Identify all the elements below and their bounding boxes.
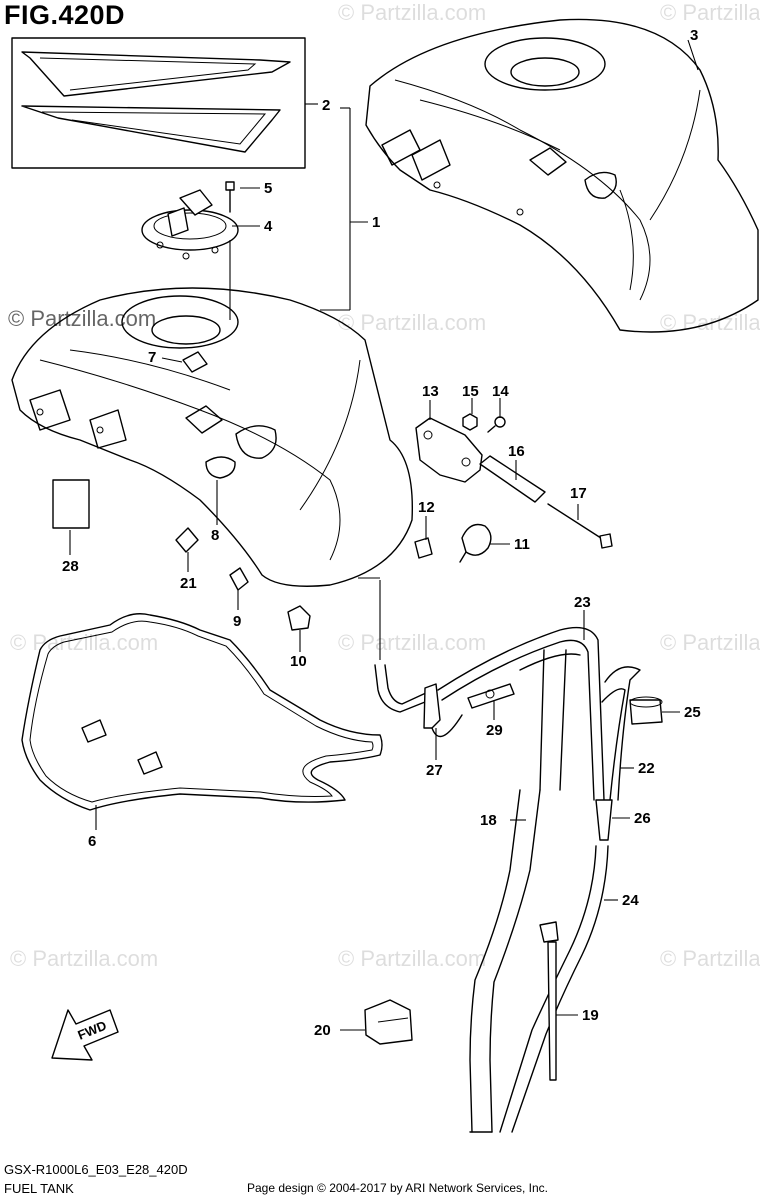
bracket-part-13[interactable] [415, 417, 483, 483]
watermark: © Partzilla.com [660, 946, 760, 971]
callout-17: 17 [570, 485, 587, 502]
watermark: © Partzilla.com [10, 630, 159, 655]
tie-part-19[interactable] [539, 921, 559, 1081]
callout-11: 11 [514, 536, 530, 553]
rubber-part-12[interactable] [414, 537, 433, 559]
watermark: © Partzilla.com [338, 946, 487, 971]
watermark: © Partzilla.com [660, 310, 760, 335]
hose-part-27[interactable] [374, 664, 463, 738]
callout-10: 10 [290, 653, 307, 670]
bolt-part-17[interactable] [547, 503, 613, 549]
label-part-7[interactable] [182, 351, 208, 373]
watermark: © Partzilla.com [660, 630, 760, 655]
cap-part-25[interactable] [629, 696, 663, 725]
collar-part-16[interactable] [479, 455, 546, 503]
watermark: © Partzilla.com [338, 630, 487, 655]
hose-part-23[interactable] [437, 626, 605, 801]
callout-3: 3 [690, 27, 698, 44]
callout-18: 18 [480, 812, 497, 829]
nut-part-15[interactable] [462, 413, 478, 431]
forward-arrow-icon: FWD [51, 1009, 119, 1061]
callout-25: 25 [684, 704, 701, 721]
valve-part-11[interactable] [459, 523, 492, 563]
watermark: © Partzilla.com [338, 310, 487, 335]
seal-part-6[interactable] [21, 613, 383, 811]
clip-part-21[interactable] [175, 527, 199, 553]
watermark: © Partzilla.com [338, 0, 487, 25]
callout-27: 27 [426, 762, 443, 779]
page-credit: Page design © 2004-2017 by ARI Network S… [247, 1181, 549, 1195]
callout-12: 12 [418, 499, 435, 516]
callout-24: 24 [622, 892, 639, 909]
callout-1: 1 [372, 214, 380, 231]
section-title: FUEL TANK [4, 1181, 74, 1196]
bolt-part-14[interactable] [487, 416, 506, 433]
callout-9: 9 [233, 613, 241, 630]
callout-6: 6 [88, 833, 96, 850]
fuel-tank-main-part[interactable] [11, 287, 414, 587]
callout-16: 16 [508, 443, 525, 460]
joint-part-26[interactable] [595, 799, 613, 841]
callout-21: 21 [180, 575, 197, 592]
callout-23: 23 [574, 594, 591, 611]
callout-8: 8 [211, 527, 219, 544]
figure-title: FIG.420D [4, 0, 126, 30]
callout-2: 2 [322, 97, 330, 114]
callout-19: 19 [582, 1007, 599, 1024]
joint-part-29[interactable] [467, 683, 515, 709]
callout-7: 7 [148, 349, 156, 366]
callout-26: 26 [634, 810, 651, 827]
watermark: © Partzilla.com [10, 946, 159, 971]
callout-29: 29 [486, 722, 503, 739]
clip-part-9[interactable] [229, 567, 249, 591]
callout-20: 20 [314, 1022, 331, 1039]
callout-14: 14 [492, 383, 509, 400]
clip-part-10[interactable] [287, 605, 311, 631]
screw-part-5[interactable] [225, 181, 235, 213]
fuel-pump-part[interactable] [141, 189, 239, 260]
model-code: GSX-R1000L6_E03_E28_420D [4, 1162, 188, 1177]
clamp-part-20[interactable] [364, 999, 413, 1045]
callout-28: 28 [62, 558, 79, 575]
watermark: © Partzilla.com [660, 0, 760, 25]
callout-4: 4 [264, 218, 273, 235]
watermark-primary: © Partzilla.com [8, 306, 157, 331]
decal-set-part[interactable] [11, 37, 306, 169]
leader-lines [69, 39, 699, 1031]
callout-13: 13 [422, 383, 439, 400]
callout-5: 5 [264, 180, 272, 197]
hose-part-22[interactable] [601, 666, 641, 801]
callout-labels: 2 1 3 5 4 7 8 28 21 9 10 13 15 14 16 17 … [62, 27, 701, 1039]
callout-15: 15 [462, 383, 479, 400]
callout-22: 22 [638, 760, 655, 777]
hose-part-18[interactable] [469, 649, 567, 1133]
sheet-part-28[interactable] [52, 479, 90, 529]
fuel-tank-spare-part[interactable] [365, 18, 759, 333]
